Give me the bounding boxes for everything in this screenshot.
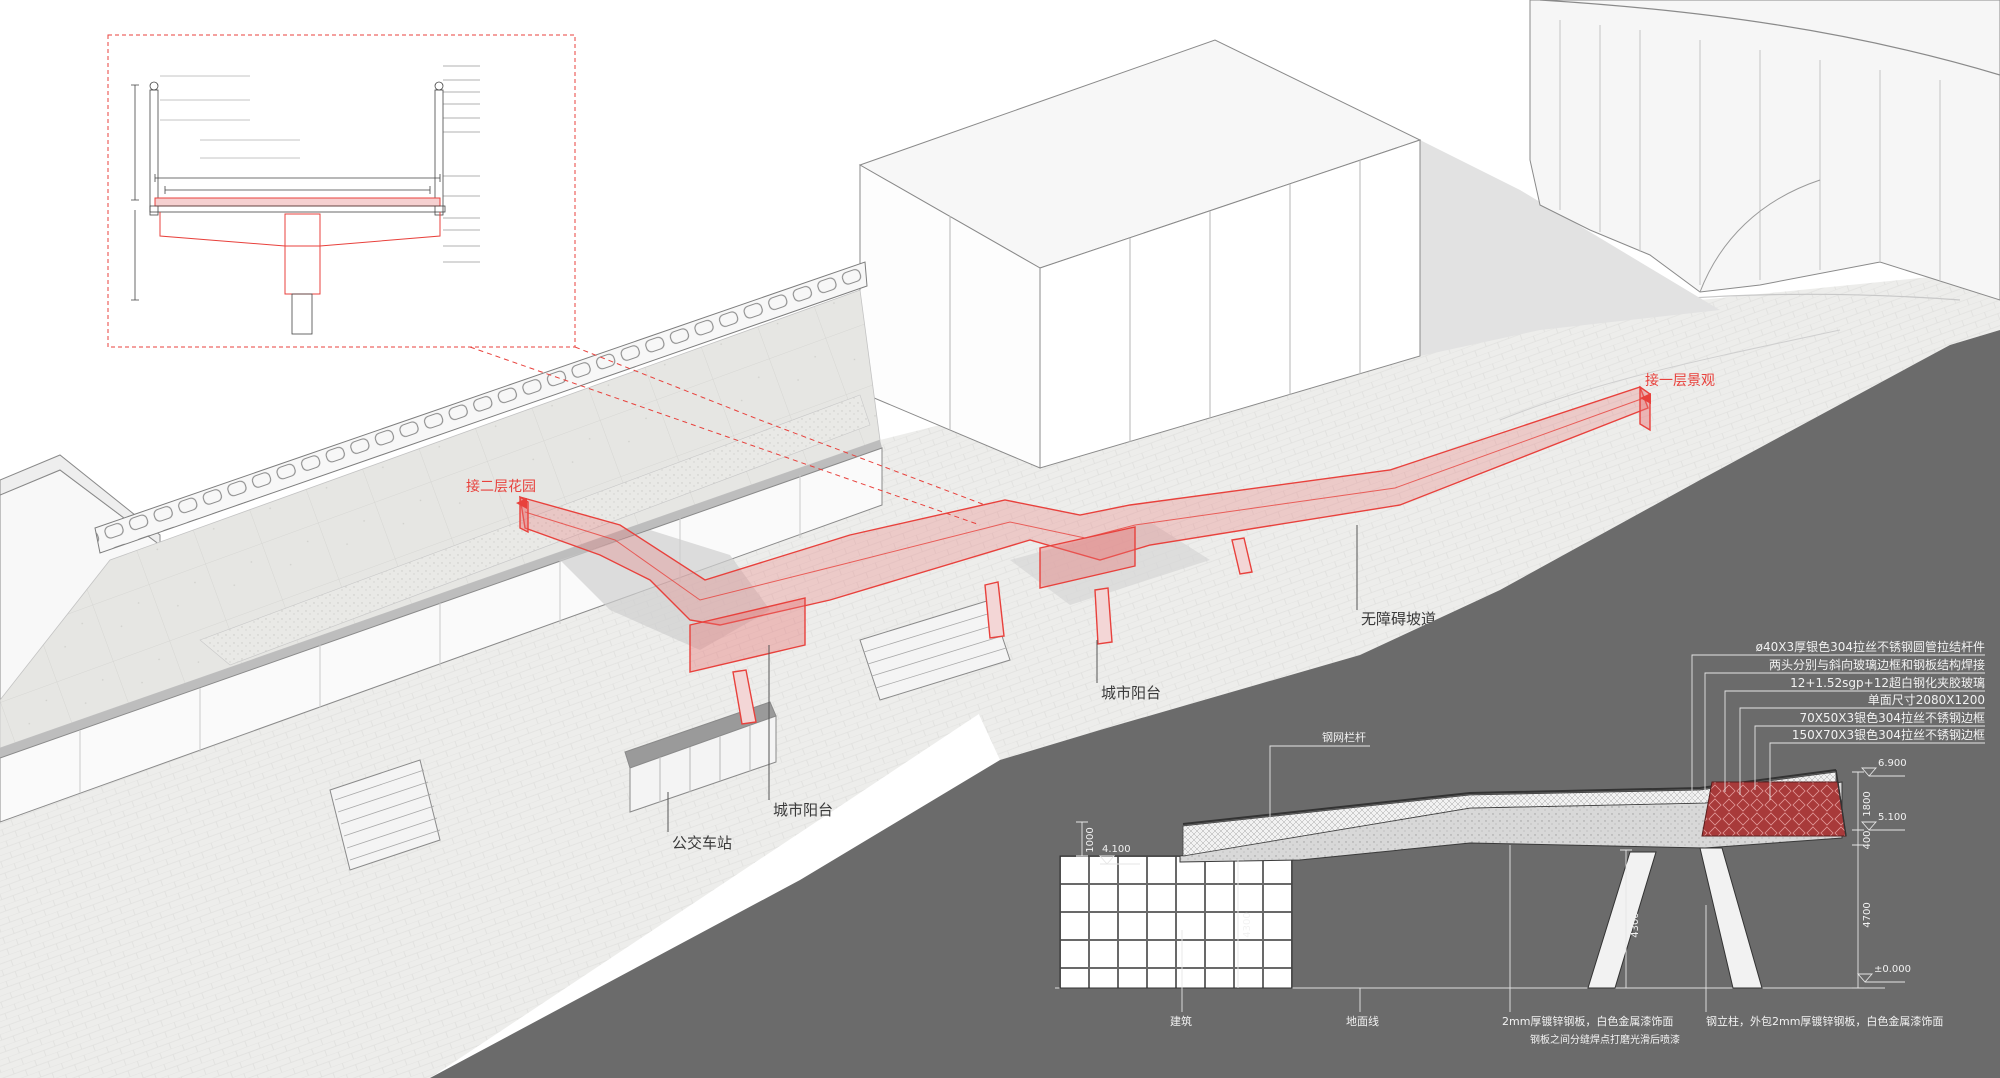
- section-dim-right: [1852, 771, 1864, 989]
- section-glass-panel: [1701, 781, 1847, 837]
- bridge-shadow: [560, 530, 770, 650]
- pedestrian-bridge: [519, 385, 1651, 725]
- leader-spec-2: [1704, 672, 1985, 800]
- detail-connector-line-2: [469, 346, 981, 526]
- label-city-balcony-b: 城市阳台: [773, 801, 833, 819]
- street-pavement: [0, 500, 1000, 1078]
- leader-railing: [1269, 745, 1370, 828]
- bridge-deck: [519, 386, 1649, 626]
- bridge-column-2: [984, 581, 1005, 639]
- section-elevation: ø40X3厚银色304拉丝不锈钢圆管拉结杆件 两头分别与斜向玻璃边框和钢板结构焊…: [1055, 639, 1985, 1046]
- detail-inset-frame: [107, 34, 576, 348]
- bus-shelter: [624, 701, 777, 813]
- detail-inset: [107, 34, 576, 348]
- dim-mid-right: 400: [1862, 830, 1873, 849]
- note-steel-plate-joint: 钢板之间分缝焊点打磨光滑后喷漆: [1530, 1033, 1680, 1046]
- dim-pier-right: 4300: [1630, 912, 1641, 937]
- section-dim-pier-left: [1232, 859, 1244, 988]
- level-marker-top: [1861, 767, 1905, 777]
- city-balcony-right-box: [1039, 526, 1136, 589]
- leader-spec-3: [1724, 690, 1985, 792]
- label-bus-station: 公交车站: [672, 834, 732, 852]
- section-building-block: [1059, 855, 1293, 989]
- spec-note-6: 150X70X3银色304拉丝不锈钢边框: [1792, 727, 1985, 742]
- office-block-shadow: [1420, 140, 1720, 356]
- office-block-front-face: [1039, 139, 1421, 469]
- level-marker-deck: [1861, 821, 1905, 831]
- office-block-panel-lines: [949, 160, 1361, 442]
- bridge-column-3: [1094, 587, 1113, 645]
- section-top-rail: [1182, 769, 1837, 825]
- spec-note-4: 单面尺寸2080X1200: [1868, 693, 1985, 707]
- spec-note-3: 12+1.52sgp+12超白钢化夹胶玻璃: [1790, 675, 1985, 690]
- level-marker-ground: [1857, 973, 1905, 983]
- balustrade-wall: [94, 261, 868, 554]
- note-steel-column: 钢立柱，外包2mm厚镀锌钢板，白色金属漆饰面: [1706, 1014, 1943, 1028]
- detail-connector-line-1: [574, 346, 986, 506]
- label-city-balcony-a: 城市阳台: [1101, 684, 1161, 702]
- dim-left-rail: 1000: [1085, 827, 1096, 852]
- section-tie-rod: [1835, 769, 1847, 837]
- dark-ground-region: [430, 330, 2000, 1078]
- dim-pier-left: 4300: [1242, 912, 1253, 937]
- spec-note-5: 70X50X3银色304拉丝不锈钢边框: [1799, 710, 1985, 725]
- label-landscape-link: 接一层景观: [1645, 372, 1715, 389]
- label-accessible-ramp: 无障碍坡道: [1361, 610, 1436, 628]
- office-block-building: [858, 39, 1720, 469]
- note-steel-plate: 2mm厚镀锌钢板，白色金属漆饰面: [1502, 1014, 1673, 1028]
- railing-label: 钢网栏杆: [1322, 730, 1366, 744]
- level-left-deck: 4.100: [1102, 844, 1131, 855]
- dim-upper-right: 1800: [1862, 791, 1873, 816]
- section-column-right: [1699, 847, 1763, 989]
- bridge-rail-line: [524, 397, 1645, 601]
- section-dim-pier-right: [1620, 849, 1632, 988]
- stair-lower-left: [329, 759, 441, 871]
- spec-note-2: 两头分别与斜向玻璃边框和钢板结构焊接: [1769, 657, 1985, 672]
- bridge-right-end: [1639, 385, 1651, 432]
- spec-note-1: ø40X3厚银色304拉丝不锈钢圆管拉结杆件: [1756, 639, 1985, 654]
- right-curved-building: [1529, 0, 2000, 301]
- section-column-left: [1587, 851, 1657, 989]
- flag-icon-landscape: [1640, 393, 1651, 404]
- leader-spec-5: [1754, 725, 1985, 790]
- label-garden-link: 接二层花园: [466, 478, 536, 495]
- leader-spec-4: [1739, 707, 1985, 795]
- leader-spec-1: [1691, 654, 1985, 800]
- stair-near-bridge: [859, 599, 1011, 701]
- level-top: 6.900: [1878, 758, 1907, 769]
- flag-icon-garden: [516, 498, 527, 509]
- leader-spec-6: [1769, 742, 1985, 800]
- section-dim-left: [1076, 821, 1088, 857]
- planter-edge: [1499, 329, 1841, 421]
- dim-lower-right: 4700: [1862, 902, 1873, 927]
- level-deck: 5.100: [1878, 812, 1907, 823]
- level-ground: ±0.000: [1874, 964, 1911, 975]
- city-balcony-left-box: [689, 597, 806, 673]
- bridge-column-4: [1231, 537, 1253, 575]
- level-marker-left-deck: [1099, 855, 1140, 865]
- bridge-column-1: [732, 669, 757, 725]
- garden-strip: [199, 394, 871, 666]
- note-ground-line: 地面线: [1346, 1014, 1379, 1028]
- note-building: 建筑: [1170, 1014, 1192, 1028]
